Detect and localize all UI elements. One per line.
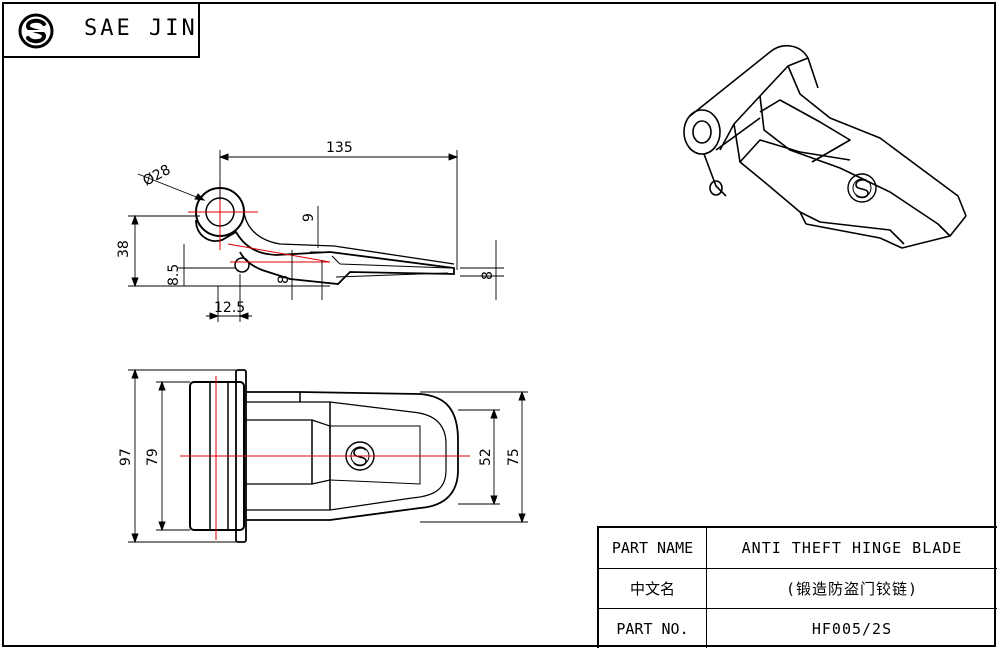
part-name-value: ANTI THEFT HINGE BLADE: [741, 539, 963, 557]
brand-box: SAE JIN: [2, 2, 200, 58]
dim-blade-outer: 75: [506, 448, 522, 466]
part-no-label: PART NO.: [599, 609, 707, 648]
dim-length: 135: [326, 140, 353, 156]
dim-hole-spacing: 12.5: [214, 300, 245, 316]
chinese-name-label: 中文名: [599, 569, 707, 608]
title-block: PART NAME ANTI THEFT HINGE BLADE 中文名 (锻造…: [597, 526, 997, 648]
top-view-centerlines: [180, 376, 470, 540]
top-view-dimensions: [128, 368, 528, 544]
dim-diameter: Ø28: [140, 162, 173, 190]
dim-width-inner: 79: [145, 448, 161, 466]
dim-width-outer: 97: [118, 448, 134, 466]
dim-blade-width: 52: [478, 448, 494, 466]
chinese-name-value: (锻造防盗门铰链): [785, 580, 919, 598]
saejin-logo-icon: [18, 13, 54, 49]
part-name-row: PART NAME ANTI THEFT HINGE BLADE: [599, 528, 997, 568]
dim-offset: 8.5: [166, 264, 182, 286]
isometric-view: [683, 45, 967, 249]
brand-name: SAE JIN: [84, 16, 198, 41]
side-view-dimensions: [128, 150, 504, 322]
chinese-name-row: 中文名 (锻造防盗门铰链): [599, 568, 997, 608]
dim-height: 38: [116, 240, 132, 258]
dim-blade-gap: 9: [301, 213, 317, 222]
part-no-row: PART NO. HF005/2S: [599, 608, 997, 648]
dim-blade-thick-b: 8: [480, 271, 496, 280]
side-view: [195, 187, 455, 285]
dim-blade-thick-a: 8: [276, 275, 292, 284]
part-name-label: PART NAME: [599, 528, 707, 568]
part-no-value: HF005/2S: [811, 619, 893, 638]
